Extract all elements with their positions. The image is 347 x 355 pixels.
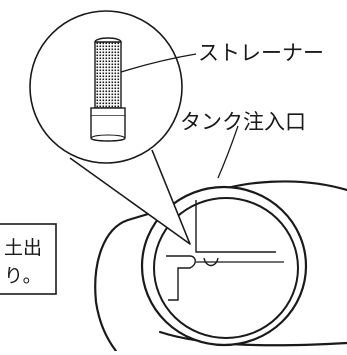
inlet-internal-cup (203, 257, 219, 267)
callout-tail (69, 149, 191, 245)
inlet-internal-bracket (195, 200, 276, 253)
strainer-illustration (90, 37, 126, 142)
strainer-label: ストレーナー (198, 41, 324, 65)
tank-inlet-label: タンク注入口 (180, 110, 306, 134)
note-text-line2: り。 (4, 265, 42, 287)
strainer-flange (90, 107, 126, 117)
strainer-leader-line (120, 53, 197, 73)
tank-inlet-leader-line (217, 125, 239, 179)
note-box (0, 223, 57, 295)
strainer-collar-bottom (90, 134, 126, 139)
tank-inlet-inner-rim (153, 197, 299, 339)
tank-body-outline (94, 180, 347, 353)
strainer-mesh-body (94, 41, 122, 109)
note-text-line1: 土出 (4, 237, 42, 259)
strainer-collar (90, 116, 126, 142)
inlet-internal-pipe (166, 255, 196, 301)
